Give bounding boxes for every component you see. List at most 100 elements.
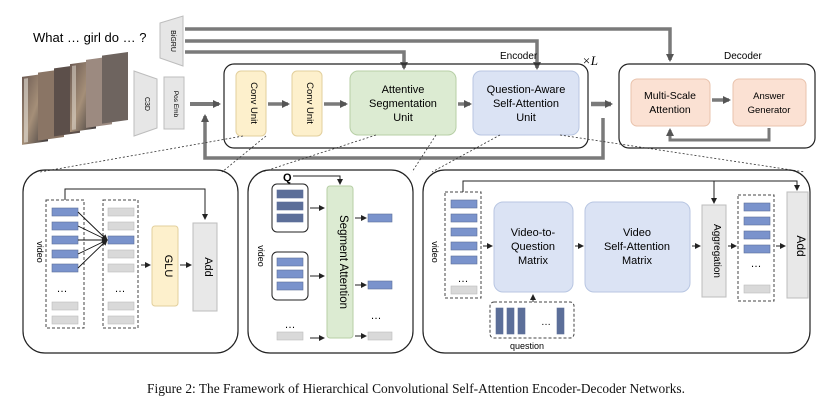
question-label: question [510,341,544,351]
decoder-label: Decoder [724,51,762,62]
svg-text:Generator: Generator [748,105,791,116]
svg-text:Segmentation: Segmentation [369,98,437,110]
aggregation-block [701,204,727,298]
feature-token [506,307,515,335]
svg-text:Question: Question [511,241,555,253]
svg-text:Multi-Scale: Multi-Scale [644,90,696,102]
zoom-lines [39,134,806,173]
decoder-box [618,63,816,149]
feature-token [276,331,304,341]
encoder-label: Encoder [500,51,538,62]
svg-text:Self-Attention: Self-Attention [493,98,559,110]
dots: … [751,258,762,270]
svg-text:Video-to-: Video-to- [511,227,556,239]
multi-scale-attention-block: Multi-Scale Attention [630,78,711,127]
feature-token [450,213,478,223]
feature-token [450,255,478,265]
svg-text:Attention: Attention [649,104,691,116]
glu-block [151,225,179,307]
video-label: video [256,245,266,267]
glu-label: GLU [162,255,174,278]
svg-text:Attentive: Attentive [382,84,425,96]
conv-unit-label: Conv Unit [248,82,259,124]
feature-token [276,201,304,211]
feature-token [556,307,565,335]
pos-emb-block: Pos Emb [163,76,185,130]
layer-loop-arrow [201,114,605,160]
feature-token [450,199,478,209]
feature-token [450,227,478,237]
dots: … [285,319,296,331]
pos-emb-label: Pos Emb [172,91,179,118]
feature-token [276,269,304,279]
conv-unit-detail-panel: video … … GLU Add [22,169,239,354]
conv-unit-2: Conv Unit [291,70,323,137]
video-label: video [430,241,440,263]
feature-token [276,257,304,267]
attentive-segmentation-unit: Attentive Segmentation Unit [349,70,457,136]
feature-token [51,249,79,259]
feature-token [450,241,478,251]
feature-token [107,249,135,259]
feature-token [51,301,79,311]
feature-token [51,207,79,217]
aggregation-label: Aggregation [711,224,722,278]
bigru-block: BiGRU [159,15,184,67]
feature-token [450,285,478,295]
feature-token [107,235,135,245]
svg-text:Self-Attention: Self-Attention [604,241,670,253]
framework-diagram: What … girl do … ? BiGRU C3D Pos Emb Enc… [22,15,816,354]
dots: … [57,283,68,295]
video-to-question-matrix [493,201,574,293]
c3d-label: C3D [143,97,150,111]
add-label: Add [202,257,214,277]
add-block [192,222,218,312]
q-label: Q [283,172,292,184]
encoder-box [223,63,589,149]
dots: … [115,283,126,295]
conv-unit-label: Conv Unit [304,82,315,124]
svg-text:Video: Video [623,227,651,239]
svg-text:Unit: Unit [516,112,536,124]
feature-token [51,235,79,245]
decoder-loop-arrow [666,128,771,142]
conv-unit-1: Conv Unit [235,70,267,137]
segmentation-detail-panel: Q video … … Segment Attention [247,169,414,354]
video-frames-image [22,52,128,145]
figure-caption: Figure 2: The Framework of Hierarchical … [147,381,685,396]
feature-token [107,221,135,231]
feature-token [51,263,79,273]
svg-text:Answer: Answer [753,91,785,102]
bigru-label: BiGRU [169,30,176,52]
svg-text:Question-Aware: Question-Aware [487,84,566,96]
svg-text:Matrix: Matrix [518,255,548,267]
question-feature-lines [185,27,674,70]
video-self-attention-matrix [584,201,691,293]
segment-attention-block [326,185,354,339]
dots: … [458,273,469,285]
segment-attention-label: Segment Attention [337,215,349,309]
feature-token [495,307,504,335]
add-block [786,191,809,299]
feature-token [107,315,135,325]
feature-token [743,284,771,294]
feature-token [743,202,771,212]
question-text: What … girl do … ? [33,30,146,45]
add-label: Add [794,235,808,256]
feature-token [107,207,135,217]
answer-generator-block: Answer Generator [732,78,807,127]
question-aware-self-attention-unit: Question-Aware Self-Attention Unit [472,70,580,136]
feature-token [743,244,771,254]
feature-token [743,230,771,240]
feature-token [51,221,79,231]
feature-token [107,263,135,273]
dots: … [371,310,382,322]
feature-token [276,281,304,291]
feature-token [276,189,304,199]
dots: … [541,317,551,328]
self-attention-detail-panel: video … Video-to- Question Matrix Video … [422,169,811,354]
feature-token [517,307,526,335]
c3d-block: C3D [133,70,158,137]
times-l-label: ×L [582,53,598,68]
svg-text:Unit: Unit [393,112,413,124]
